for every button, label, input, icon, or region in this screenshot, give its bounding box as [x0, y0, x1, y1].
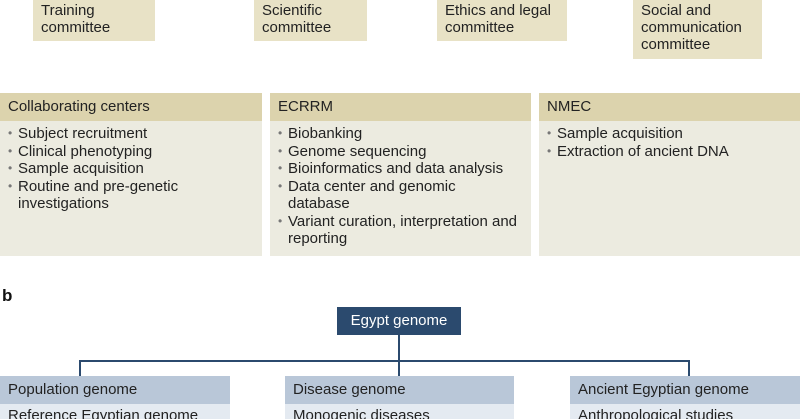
panel-item-list: Sample acquisition Extraction of ancient…: [547, 125, 792, 160]
list-item: Clinical phenotyping: [8, 143, 254, 161]
connector-vertical-left: [79, 360, 81, 376]
branch-title: Ancient Egyptian genome: [578, 381, 749, 398]
panel-collaborating-centers-body: Subject recruitment Clinical phenotyping…: [0, 121, 262, 256]
committee-label: Training committee: [41, 2, 111, 36]
panel-collaborating-centers-header: Collaborating centers: [0, 93, 262, 121]
panel-title: NMEC: [547, 98, 592, 115]
list-item: Subject recruitment: [8, 125, 254, 143]
connector-vertical-middle: [398, 360, 400, 376]
panel-item-list: Biobanking Genome sequencing Bioinformat…: [278, 125, 523, 248]
list-item: Sample acquisition: [547, 125, 792, 143]
branch-disease-genome-header: Disease genome: [285, 376, 514, 404]
connector-horizontal: [79, 360, 690, 362]
committee-social-communication: Social and communication committee: [633, 0, 762, 59]
committee-scientific: Scientific committee: [254, 0, 367, 41]
committee-label: Scientific committee: [262, 2, 332, 36]
panel-ecrrm-body: Biobanking Genome sequencing Bioinformat…: [270, 121, 531, 256]
committee-ethics-legal: Ethics and legal committee: [437, 0, 567, 41]
list-item: Sample acquisition: [8, 160, 254, 178]
root-node-label: Egypt genome: [350, 312, 448, 329]
panel-item-list: Subject recruitment Clinical phenotyping…: [8, 125, 254, 213]
panel-ecrrm-header: ECRRM: [270, 93, 531, 121]
section-label-b: b: [2, 286, 13, 305]
list-item: Variant curation, interpretation and rep…: [278, 213, 520, 248]
panel-nmec-body: Sample acquisition Extraction of ancient…: [539, 121, 800, 256]
list-item: Routine and pre-genetic investigations: [8, 178, 208, 213]
list-item: Biobanking: [278, 125, 523, 143]
list-item: Bioinformatics and data analysis: [278, 160, 523, 178]
panel-title: Collaborating centers: [8, 98, 150, 115]
root-node-egypt-genome: Egypt genome: [337, 307, 461, 335]
list-item: Data center and genomic database: [278, 178, 478, 213]
panel-nmec-header: NMEC: [539, 93, 800, 121]
list-item: Extraction of ancient DNA: [547, 143, 792, 161]
branch-ancient-egyptian-genome-body: Anthropological studies: [570, 404, 800, 419]
committee-training: Training committee: [33, 0, 155, 41]
branch-item: Reference Egyptian genome: [8, 407, 199, 419]
panel-title: ECRRM: [278, 98, 333, 115]
branch-ancient-egyptian-genome-header: Ancient Egyptian genome: [570, 376, 800, 404]
branch-item: Monogenic diseases: [293, 407, 430, 419]
branch-title: Population genome: [8, 381, 138, 398]
branch-population-genome-body: Reference Egyptian genome: [0, 404, 230, 419]
branch-title: Disease genome: [293, 381, 406, 398]
branch-population-genome-header: Population genome: [0, 376, 230, 404]
list-item: Genome sequencing: [278, 143, 523, 161]
committee-label: Social and communication committee: [641, 2, 742, 53]
branch-disease-genome-body: Monogenic diseases: [285, 404, 514, 419]
connector-vertical-root: [398, 335, 400, 361]
connector-vertical-right: [688, 360, 690, 376]
branch-item: Anthropological studies: [578, 407, 734, 419]
committee-label: Ethics and legal committee: [445, 2, 551, 36]
